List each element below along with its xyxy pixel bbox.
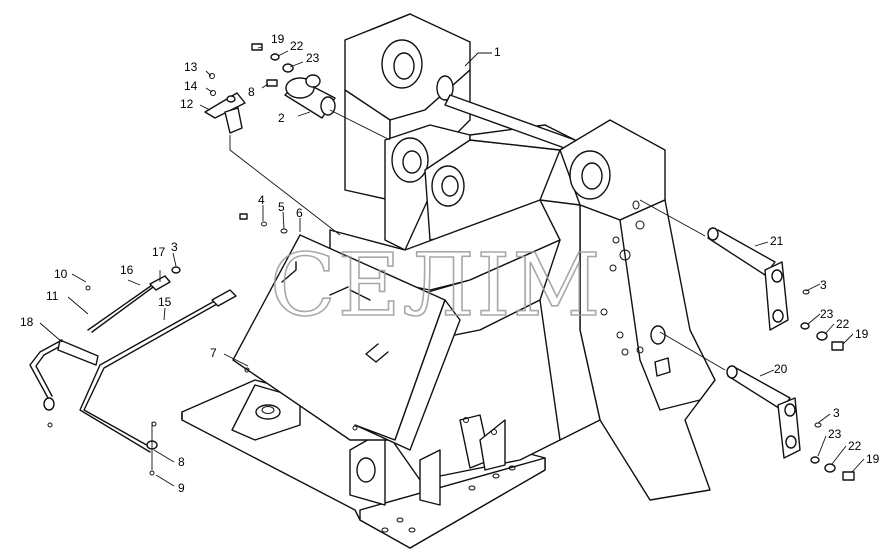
valve-12 — [204, 73, 341, 236]
callout-3: 3 — [820, 278, 827, 292]
callout-5: 5 — [278, 200, 285, 214]
watermark: СЕЛІМ — [270, 236, 602, 336]
callout-3: 3 — [171, 240, 178, 254]
callout-4: 4 — [258, 193, 265, 207]
callout-15: 15 — [158, 295, 172, 309]
callout-18: 18 — [20, 315, 34, 329]
callout-14: 14 — [184, 79, 198, 93]
callout-22: 22 — [836, 317, 850, 331]
callout-19: 19 — [271, 32, 285, 46]
callout-19: 19 — [866, 452, 880, 466]
callout-9: 9 — [178, 481, 185, 495]
callout-20: 20 — [774, 362, 788, 376]
callout-3: 3 — [833, 406, 840, 420]
callout-22: 22 — [290, 39, 304, 53]
callout-labels: 1 2 3 3 3 4 5 6 7 8 8 9 10 11 12 13 14 1… — [20, 32, 880, 495]
pin-2 — [284, 74, 391, 141]
callout-10: 10 — [54, 267, 68, 281]
callout-17: 17 — [152, 245, 166, 259]
leader-lines — [39, 46, 865, 487]
top-hardware — [251, 43, 294, 87]
middle-bracket — [384, 124, 576, 251]
callout-2: 2 — [278, 111, 285, 125]
callout-23: 23 — [828, 427, 842, 441]
callout-19: 19 — [855, 327, 869, 341]
cover-plate — [232, 234, 461, 451]
callout-22: 22 — [848, 439, 862, 453]
bolt-4-5-6 — [239, 213, 288, 234]
callout-7: 7 — [210, 346, 217, 360]
callout-8: 8 — [248, 85, 255, 99]
callout-23: 23 — [306, 51, 320, 65]
callout-1: 1 — [494, 45, 501, 59]
hose-assembly — [29, 266, 237, 476]
callout-11: 11 — [46, 289, 59, 303]
callout-12: 12 — [180, 97, 194, 111]
callout-16: 16 — [120, 263, 134, 277]
pin-20 — [659, 331, 855, 481]
callout-13: 13 — [184, 60, 198, 74]
callout-6: 6 — [296, 206, 303, 220]
pin-21 — [639, 199, 844, 351]
callout-23: 23 — [820, 307, 834, 321]
callout-8: 8 — [178, 455, 185, 469]
callout-21: 21 — [770, 234, 784, 248]
